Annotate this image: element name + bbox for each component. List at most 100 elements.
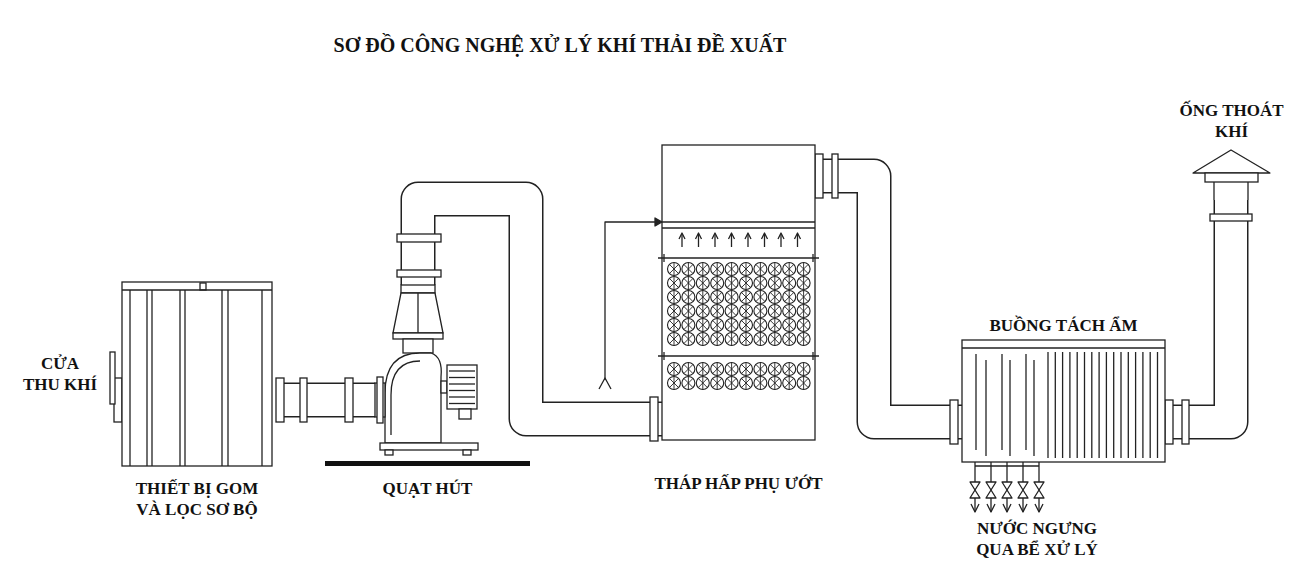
packing-ring-spoke — [688, 377, 689, 390]
packing-ring — [768, 263, 781, 276]
packing-ring — [783, 277, 796, 290]
fan-motor — [447, 365, 477, 409]
equipment-drawing — [962, 340, 1165, 462]
packing-ring — [696, 333, 709, 346]
spray-arrow-head — [729, 233, 735, 239]
packing-support-tick — [663, 254, 664, 262]
label-holder: THIẾT BỊ GOM VÀ LỌC SƠ BỘ — [135, 478, 259, 520]
packing-ring-spoke — [688, 263, 689, 276]
packing-ring — [711, 305, 724, 318]
packing-ring-spoke — [774, 333, 775, 346]
spray-header — [662, 221, 815, 222]
exhaust-stack: ỐNG THOÁT KHÍ — [1193, 148, 1270, 200]
packing-ring-spoke — [789, 305, 790, 318]
packing-ring-spoke — [760, 305, 761, 318]
packing-ring — [682, 377, 695, 390]
packing-ring — [668, 333, 681, 346]
duct-pipe-bore — [815, 176, 962, 422]
pipe-flange — [300, 378, 307, 422]
stack-wall — [1213, 182, 1214, 200]
packing-ring-spoke — [731, 305, 732, 318]
filter-housing — [122, 282, 272, 466]
pipe-flange — [1182, 400, 1189, 444]
packing-ring — [768, 291, 781, 304]
packing-ring — [725, 333, 738, 346]
packing-ring-spoke — [803, 305, 804, 318]
demister-plate — [1069, 352, 1070, 458]
spray-arrow-head — [745, 233, 751, 239]
packing-ring — [682, 333, 695, 346]
filter-panel — [151, 290, 152, 466]
packing-ring-spoke — [731, 263, 732, 276]
spray-arrow — [780, 234, 781, 247]
packing-ring — [754, 333, 767, 346]
packing-ring-spoke — [688, 277, 689, 290]
packing-ring-spoke — [702, 377, 703, 390]
water-feed-line — [599, 218, 662, 389]
packing-ring — [740, 291, 753, 304]
packing-support — [658, 355, 819, 356]
packing-ring — [696, 305, 709, 318]
packing-ring-spoke — [774, 377, 775, 390]
packing-support-tick — [663, 352, 664, 360]
moisture-separator: BUỒNG TÁCH ẨM — [962, 340, 1165, 462]
demister-plate — [1142, 352, 1143, 458]
label-holder: NƯỚC NGƯNG QUA BỂ XỬ LÝ — [976, 518, 1099, 560]
stack-wall — [1247, 182, 1248, 200]
packing-ring-spoke — [717, 319, 718, 332]
packing-ring-spoke — [731, 277, 732, 290]
packing-ring — [740, 305, 753, 318]
drain-valve — [1002, 482, 1012, 498]
packing-ring — [754, 277, 767, 290]
title-wrap: SƠ ĐỒ CÔNG NGHỆ XỬ LÝ KHÍ THẢI ĐỀ XUẤT — [334, 33, 787, 57]
demister-plate — [1135, 352, 1136, 458]
packing-ring-spoke — [731, 291, 732, 304]
drain-valve — [986, 482, 996, 498]
spray-arrow-head — [778, 233, 784, 239]
equipment-parts — [375, 285, 478, 455]
packing-ring-spoke — [760, 319, 761, 332]
packing-ring — [696, 377, 709, 390]
stack-cap — [1193, 150, 1270, 173]
spray-arrow — [731, 234, 732, 247]
packing-ring-spoke — [746, 305, 747, 318]
equipment-label: QUẠT HÚT — [383, 478, 473, 499]
packing-ring-spoke — [717, 377, 718, 390]
packing-ring — [740, 363, 753, 376]
separator-top-rim — [962, 347, 1165, 348]
packing-ring — [768, 319, 781, 332]
motor-fin — [449, 383, 475, 384]
packing-ring — [696, 263, 709, 276]
duct-pipe-wall — [815, 176, 962, 422]
pipe-flange — [650, 397, 658, 441]
pipe-flange — [832, 154, 838, 198]
duct-pipe-bore — [276, 384, 375, 416]
packing-ring-spoke — [674, 291, 675, 304]
filter-panel — [129, 290, 130, 466]
packing-ring-spoke — [803, 291, 804, 304]
packing-ring-spoke — [717, 363, 718, 376]
packing-ring-spoke — [803, 333, 804, 346]
inlet-flange — [110, 352, 115, 404]
label-holder: QUẠT HÚT — [383, 478, 473, 499]
drain-arrowhead — [1035, 504, 1043, 512]
packing-ring-spoke — [674, 319, 675, 332]
wet-scrubber-tower: THÁP HẤP PHỤ ƯỚT — [662, 145, 815, 440]
filter-panel — [146, 290, 147, 466]
packing-ring-spoke — [789, 377, 790, 390]
separator-baffle — [1025, 354, 1026, 450]
demister-plate — [1157, 352, 1158, 458]
packing-ring — [668, 263, 681, 276]
packing-ring — [797, 363, 810, 376]
equipment-drawing — [662, 145, 815, 440]
fan-base — [380, 443, 478, 450]
packing-ring-spoke — [760, 333, 761, 346]
packing-ring — [768, 305, 781, 318]
packing-ring-spoke — [774, 305, 775, 318]
packing-ring — [783, 291, 796, 304]
packing-ring-spoke — [688, 319, 689, 332]
packing-ring — [711, 277, 724, 290]
packing-ring-spoke — [774, 291, 775, 304]
packing-ring — [754, 263, 767, 276]
pre-filter-unit: THIẾT BỊ GOM VÀ LỌC SƠ BỘ — [118, 278, 276, 468]
